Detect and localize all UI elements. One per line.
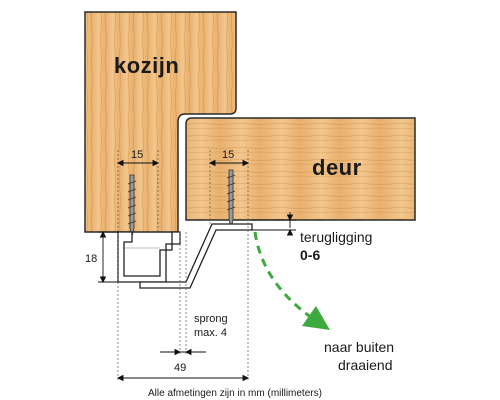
label-deur: deur (312, 155, 362, 180)
label-sprong: sprong (194, 313, 228, 325)
label-kozijn: kozijn (114, 53, 179, 78)
footnote: Alle afmetingen zijn in mm (millimeters) (148, 388, 322, 399)
screw-left (127, 174, 137, 237)
frame-kozijn (84, 11, 237, 233)
label-dim-15-right: 15 (222, 149, 234, 161)
label-naar-buiten: naar buiten (324, 339, 394, 355)
dimension-lines (98, 159, 296, 382)
label-dim-49: 49 (174, 362, 186, 374)
alignment-lines (117, 150, 249, 380)
label-terugligging-value: 0-6 (300, 247, 320, 263)
label-dim-15-left: 15 (131, 149, 143, 161)
opening-direction-arrow (253, 231, 330, 330)
door-deur (185, 117, 416, 221)
label-dim-18: 18 (85, 253, 97, 265)
weatherstrip-profile (117, 223, 253, 289)
label-terugligging: terugligging (300, 229, 372, 245)
screw-right (226, 169, 236, 229)
label-draaiend: draaiend (338, 357, 393, 373)
label-sprong-value: max. 4 (194, 327, 227, 339)
